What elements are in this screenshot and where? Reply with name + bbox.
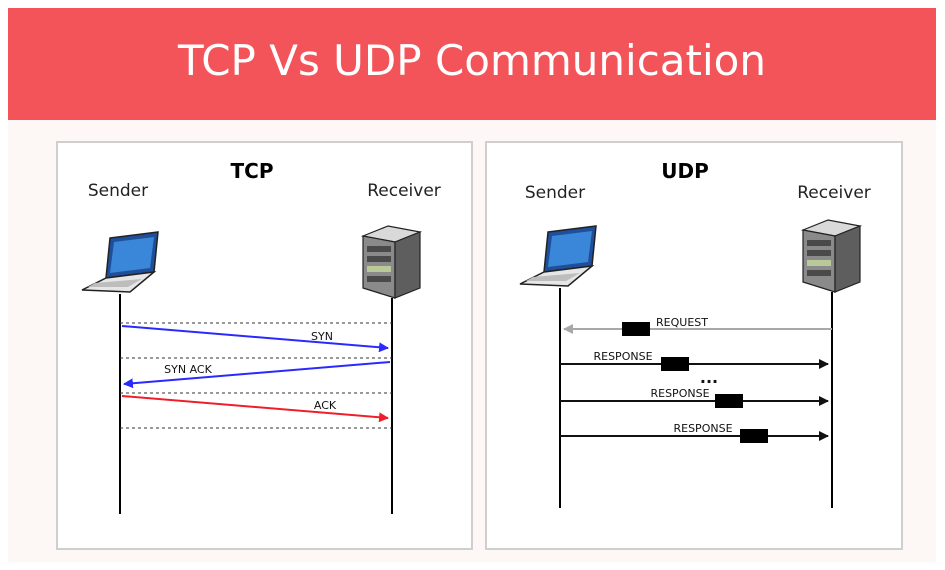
response-label-1: RESPONSE — [593, 350, 652, 363]
udp-server-icon — [800, 219, 863, 293]
response-packet-3 — [740, 429, 768, 443]
request-label: REQUEST — [656, 316, 708, 329]
title-banner: TCP Vs UDP Communication — [8, 8, 936, 120]
syn-ack-label: SYN ACK — [164, 363, 212, 376]
udp-laptop-icon — [519, 225, 597, 287]
ack-arrow — [121, 395, 389, 423]
udp-heading: UDP — [661, 159, 709, 183]
page-title: TCP Vs UDP Communication — [178, 36, 766, 85]
syn-arrow — [121, 325, 389, 353]
tcp-server-icon — [360, 225, 423, 299]
response-label-2: RESPONSE — [650, 387, 709, 400]
response-label-3: RESPONSE — [673, 422, 732, 435]
udp-panel: UDP Sender Receiver REQUEST — [485, 141, 903, 550]
tcp-receiver-label: Receiver — [367, 181, 441, 201]
tcp-laptop-icon — [81, 231, 159, 293]
tcp-sender-label: Sender — [88, 181, 148, 201]
response-packet-1 — [661, 357, 689, 371]
ack-label: ACK — [314, 399, 337, 412]
udp-sender-label: Sender — [525, 183, 585, 203]
tcp-heading: TCP — [231, 159, 274, 183]
request-packet — [622, 322, 650, 336]
syn-ack-arrow — [123, 361, 391, 389]
ellipsis: ... — [700, 368, 718, 387]
udp-receiver-label: Receiver — [797, 183, 871, 203]
response-packet-2 — [715, 394, 743, 408]
syn-label: SYN — [311, 330, 333, 343]
tcp-panel: TCP Sender Receiver — [56, 141, 473, 550]
